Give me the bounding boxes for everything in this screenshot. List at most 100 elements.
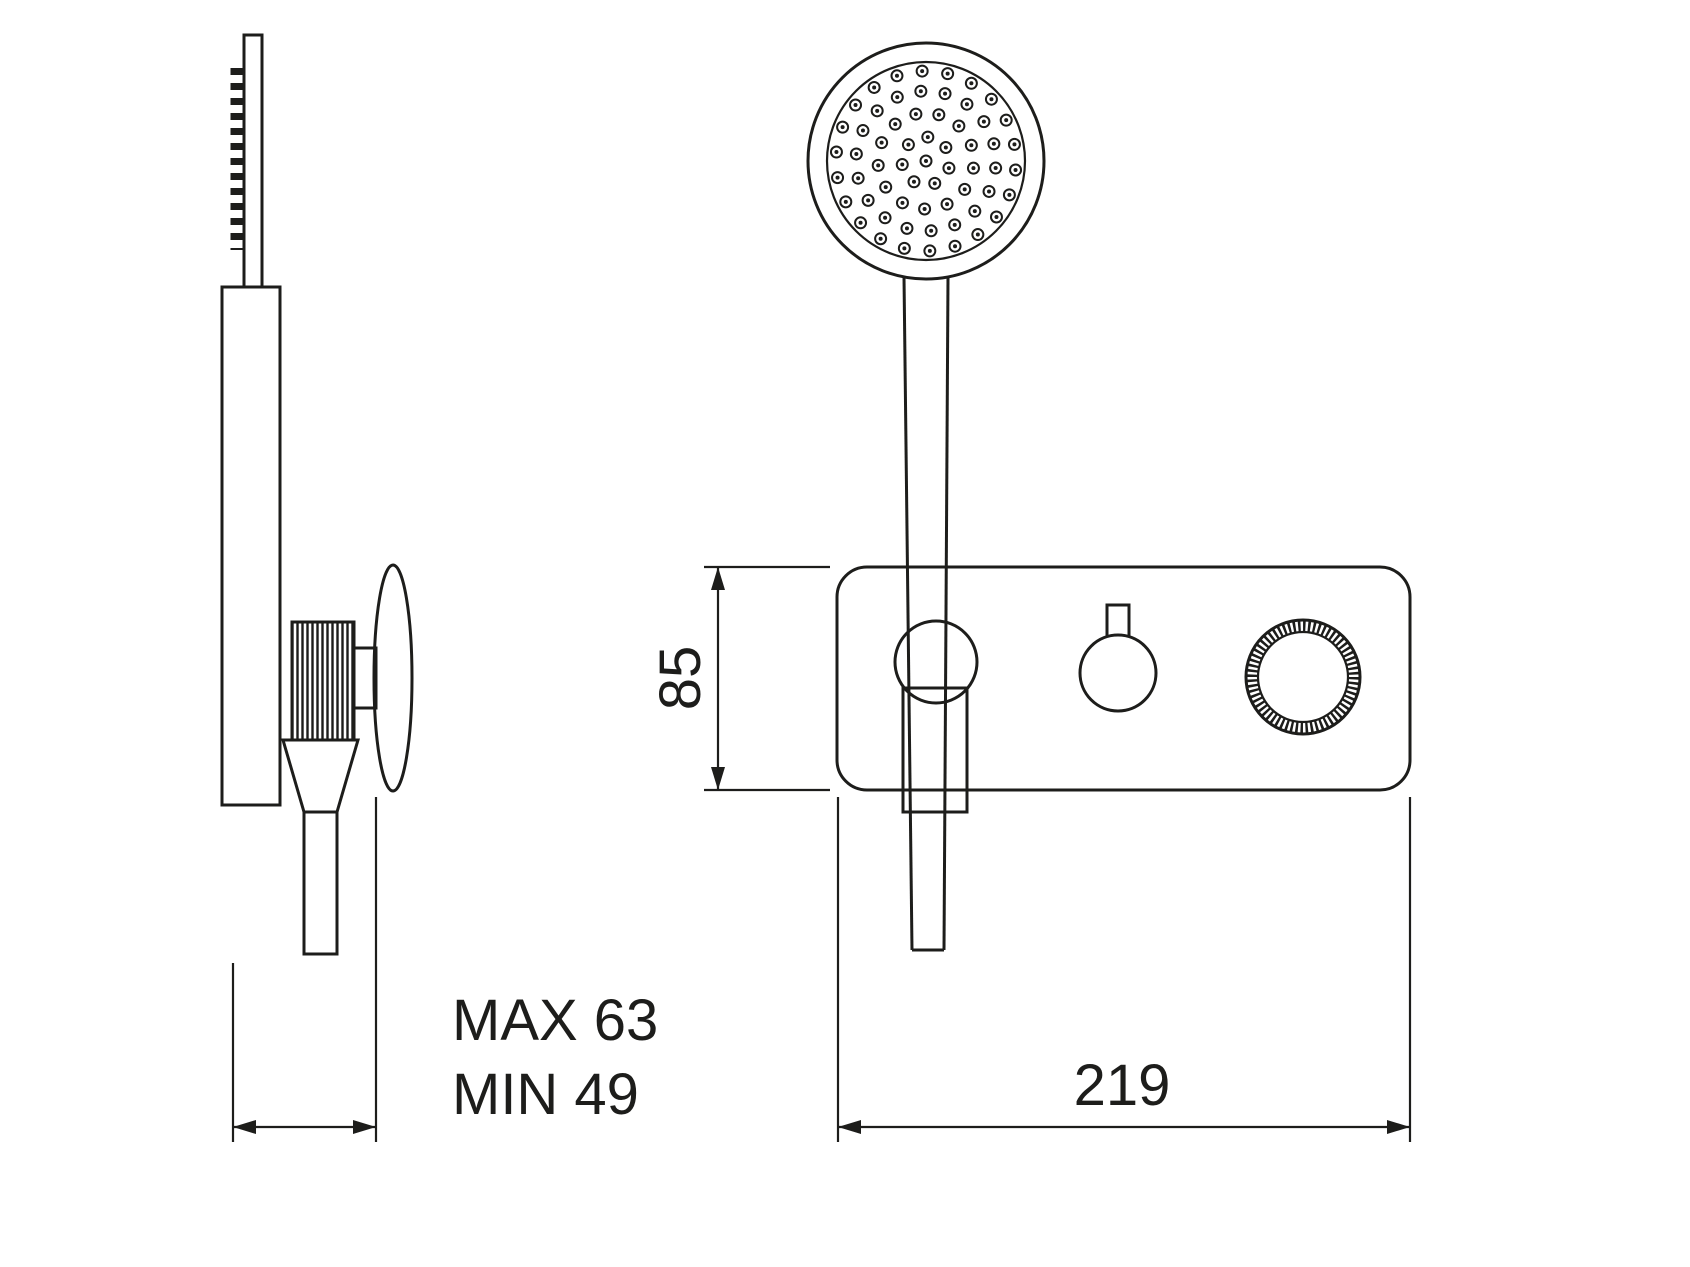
front-holder-flange <box>893 619 979 705</box>
nozzle-dot <box>939 140 953 154</box>
dimension-plate-width: 219 <box>836 797 1412 1142</box>
nozzle-dot-center <box>883 215 888 220</box>
arrowhead-right <box>353 1120 376 1134</box>
nozzle-dot <box>900 221 914 235</box>
nozzle-dot <box>895 196 909 210</box>
nozzle-dot <box>921 130 935 144</box>
nozzle-dot-center <box>900 162 905 167</box>
nozzle-dot-center <box>1004 118 1009 123</box>
nozzle-dot <box>940 197 954 211</box>
arrowhead-left <box>233 1120 256 1134</box>
label-plate-height: 85 <box>648 646 713 711</box>
nozzle-dot-center <box>964 102 969 107</box>
nozzle-dot <box>829 145 843 159</box>
side-view <box>220 33 414 956</box>
nozzle-dot <box>831 171 845 185</box>
front-main-knob-inner <box>1256 630 1350 724</box>
nozzle-dot-center <box>918 89 923 94</box>
nozzle-dot <box>964 138 978 152</box>
nozzle-dot <box>839 195 853 209</box>
nozzle-dot <box>870 104 884 118</box>
side-handle <box>220 285 282 807</box>
nozzle-dot <box>958 182 972 196</box>
nozzle-dot <box>914 84 928 98</box>
nozzle-dot-center <box>893 122 898 127</box>
nozzle-dot <box>849 147 863 161</box>
nozzle-dot <box>888 117 902 131</box>
nozzle-dot-center <box>840 125 845 130</box>
nozzle-dot-center <box>834 150 839 155</box>
nozzle-dot-center <box>902 246 907 251</box>
nozzle-dot-center <box>989 97 994 102</box>
nozzle-dot <box>960 97 974 111</box>
nozzle-dot <box>987 137 1001 151</box>
nozzle-dot-center <box>835 175 840 180</box>
nozzle-dot-center <box>1013 167 1018 172</box>
nozzle-dot-center <box>945 71 950 76</box>
nozzle-dot-center <box>858 220 863 225</box>
nozzle-dot-center <box>953 244 958 249</box>
nozzle-dot-center <box>900 200 905 205</box>
nozzle-dot <box>861 193 875 207</box>
nozzle-dot <box>909 107 923 121</box>
nozzle-dot <box>952 119 966 133</box>
nozzle-dot-center <box>929 228 934 233</box>
arrowhead-top <box>711 567 725 590</box>
nozzle-dot <box>923 244 937 258</box>
nozzle-dot <box>901 138 915 152</box>
nozzle-dot <box>977 115 991 129</box>
nozzle-dot-center <box>975 232 980 237</box>
nozzle-dot-center <box>913 112 918 117</box>
nozzle-dot-center <box>872 85 877 90</box>
nozzle-dot <box>966 161 980 175</box>
nozzle-dot-center <box>991 141 996 146</box>
nozzle-dot <box>878 211 892 225</box>
nozzle-dot <box>907 175 921 189</box>
side-outlet-cone <box>281 738 360 814</box>
nozzle-dot <box>849 98 863 112</box>
nozzle-dot <box>874 232 888 246</box>
dimension-plate-height: 85 <box>648 565 830 792</box>
nozzle-dot <box>989 161 1003 175</box>
nozzle-dot-center <box>860 128 865 133</box>
nozzle-dot-center <box>946 166 951 171</box>
nozzle-dot-center <box>952 222 957 227</box>
nozzle-dot-center <box>856 176 861 181</box>
nozzle-dot <box>915 64 929 78</box>
nozzle-dot-center <box>969 143 974 148</box>
nozzle-dot-center <box>878 236 883 241</box>
nozzle-dot-center <box>866 198 871 203</box>
nozzle-dot <box>938 87 952 101</box>
nozzle-dot-center <box>1007 192 1012 197</box>
nozzle-dot-center <box>920 69 925 74</box>
nozzle-dot-center <box>962 187 967 192</box>
nozzle-dot-center <box>843 199 848 204</box>
side-wall-plate <box>372 563 414 793</box>
nozzle-dot-center <box>911 179 916 184</box>
dimension-depth: MAX 63 MIN 49 <box>231 797 658 1142</box>
front-holder-bracket <box>901 686 969 814</box>
nozzle-dot-center <box>987 189 992 194</box>
nozzle-dot-center <box>1012 142 1017 147</box>
nozzle-dot-center <box>981 119 986 124</box>
nozzle-dot <box>854 216 868 230</box>
nozzle-dot <box>895 158 909 172</box>
arrowhead-left <box>838 1120 861 1134</box>
nozzle-dot-center <box>895 95 900 100</box>
label-min-depth: MIN 49 <box>452 1062 639 1127</box>
front-head-outer <box>806 41 1046 281</box>
nozzle-dot <box>1002 188 1016 202</box>
front-handle-left-edge <box>902 276 914 951</box>
nozzle-dot-center <box>922 206 927 211</box>
nozzle-dot <box>871 158 885 172</box>
nozzle-dot <box>856 124 870 138</box>
front-wall-plate <box>835 565 1412 792</box>
nozzle-dot <box>918 202 932 216</box>
front-main-knob-knurl <box>1246 620 1360 734</box>
nozzle-dot <box>999 113 1013 127</box>
nozzle-dot-center <box>945 202 950 207</box>
nozzle-dot <box>836 120 850 134</box>
nozzle-dot-center <box>943 145 948 150</box>
nozzle-dot <box>968 204 982 218</box>
